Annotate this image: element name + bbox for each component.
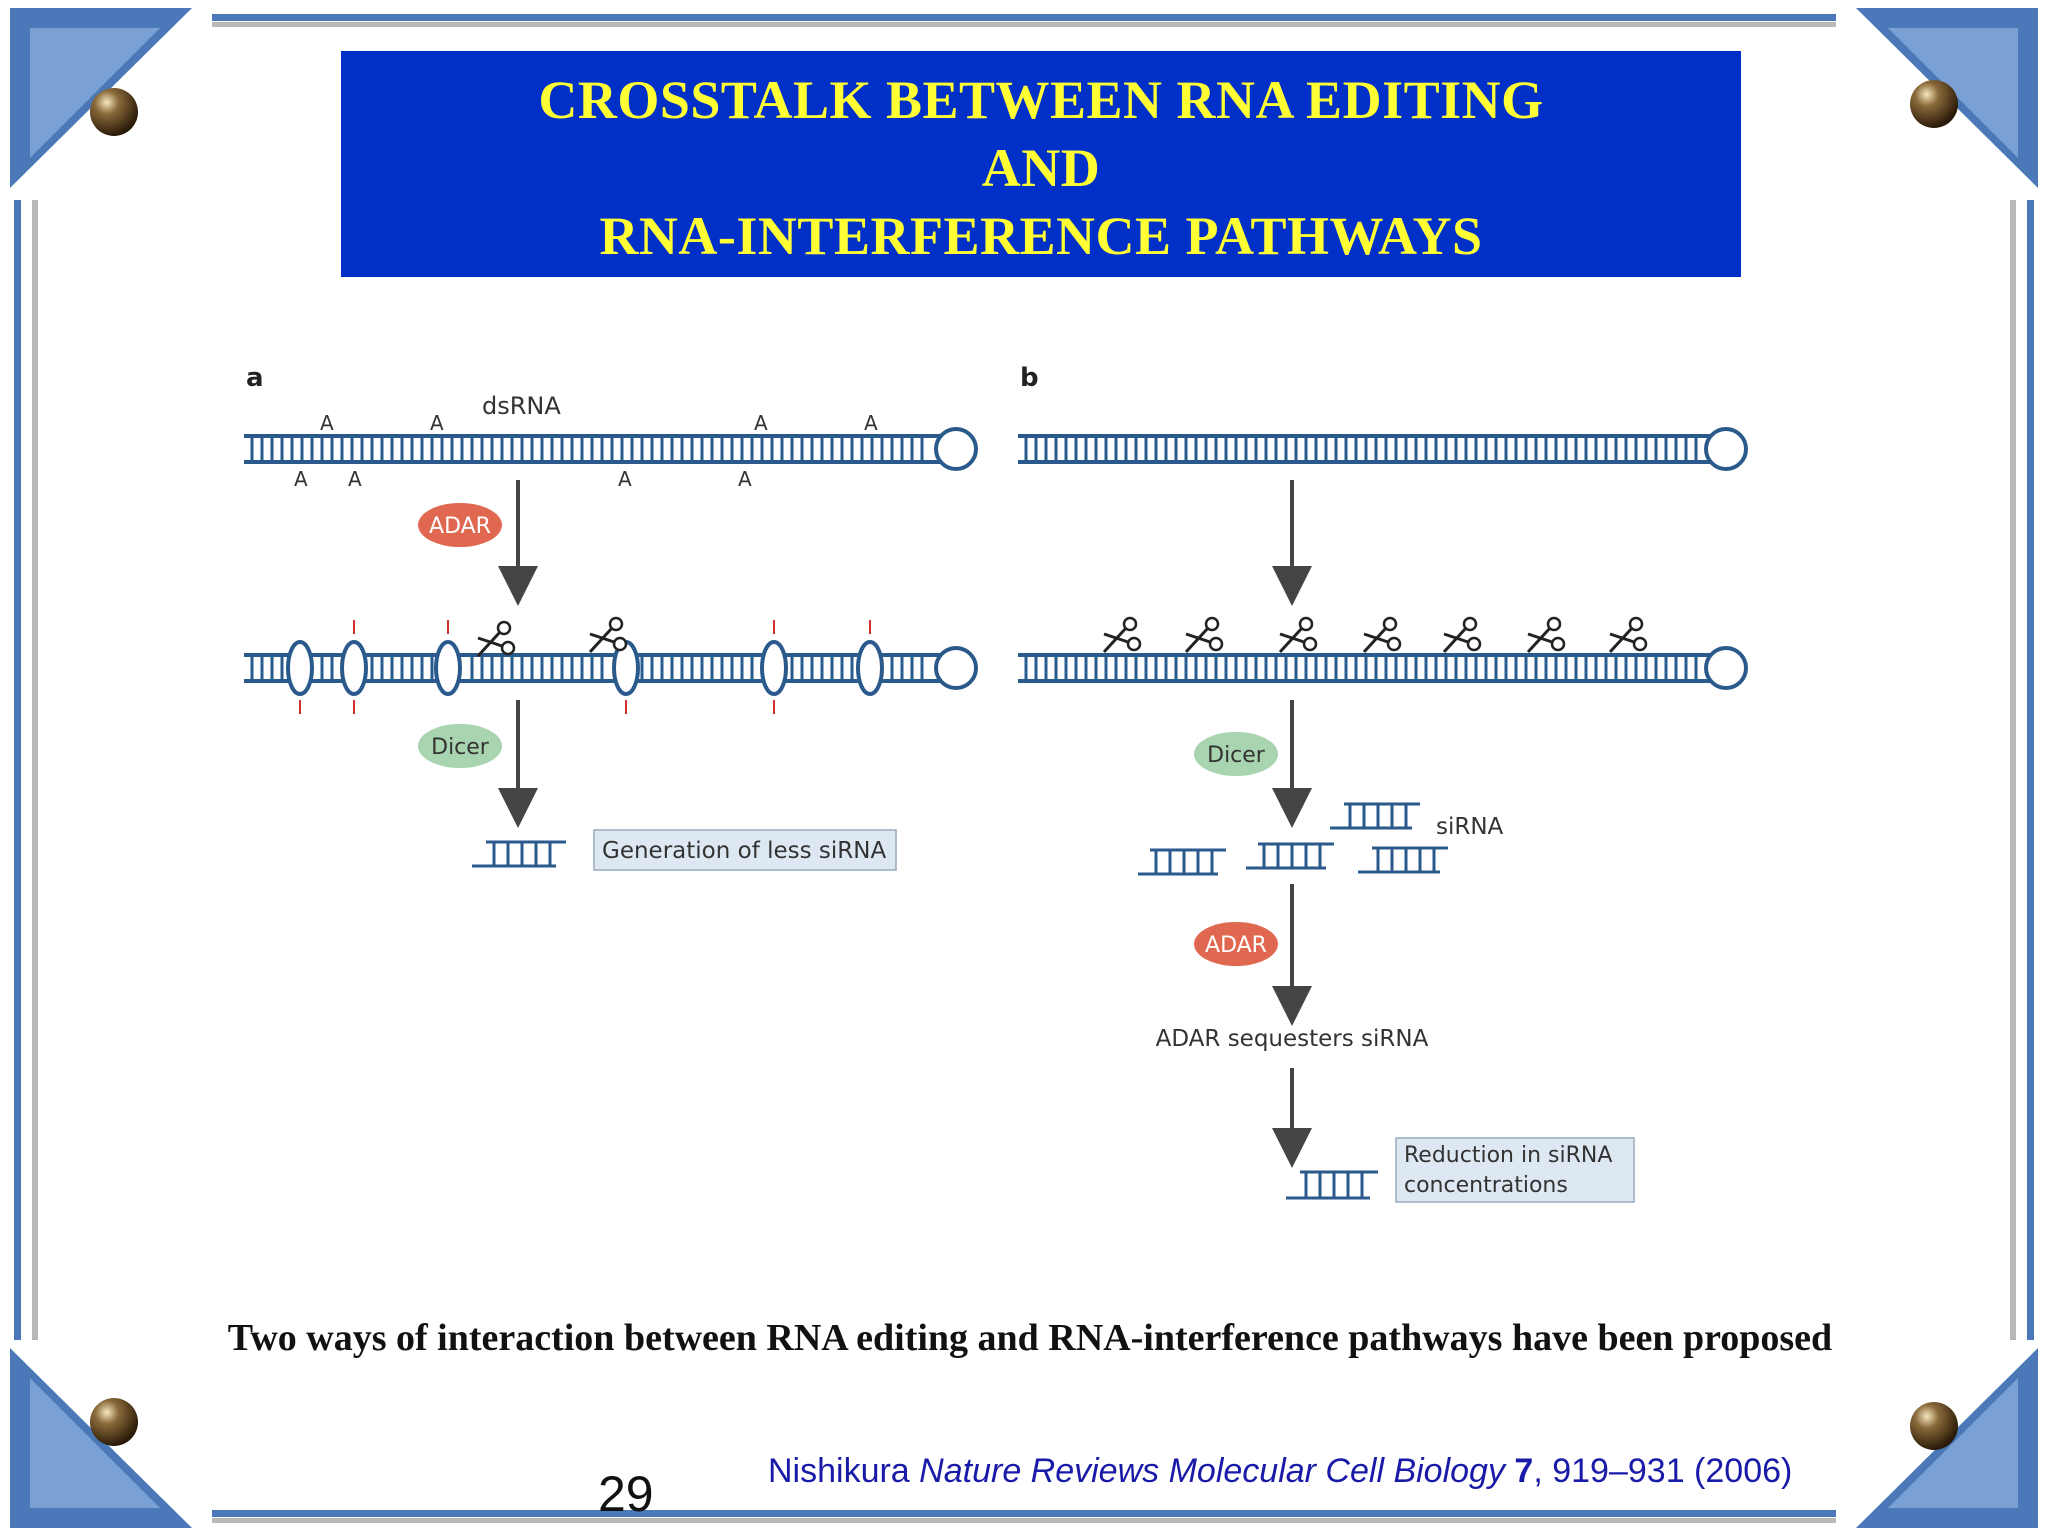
- scissors-icon: [476, 620, 516, 658]
- panel-a-label: a: [246, 363, 264, 393]
- page-number: 29: [598, 1466, 654, 1522]
- panel-b: b Dicer: [1018, 363, 1748, 1203]
- scissors-icon: [1102, 616, 1142, 654]
- adar-enzyme-b: [1194, 922, 1278, 966]
- svg-text:A: A: [320, 411, 334, 435]
- title-line-1: CROSSTALK BETWEEN RNA EDITING: [538, 70, 1544, 130]
- dsrna-strand-b-cut: [1018, 646, 1748, 690]
- sirna-fragment-a: [472, 840, 566, 868]
- adar-label-a: ADAR: [429, 514, 491, 539]
- title-banner: CROSSTALK BETWEEN RNA EDITING AND RNA-IN…: [341, 51, 1741, 277]
- svg-text:A: A: [754, 411, 768, 435]
- corner-top-left: [10, 8, 192, 188]
- dicer-label-b: Dicer: [1207, 743, 1266, 768]
- adar-step-text: ADAR sequesters siRNA: [1156, 1026, 1429, 1052]
- panel-b-label: b: [1020, 363, 1039, 393]
- scissors-icon: [588, 616, 628, 654]
- adar-enzyme-a: [418, 503, 502, 547]
- citation-volume: 7: [1514, 1452, 1534, 1490]
- adar-label-b: ADAR: [1205, 933, 1267, 958]
- title-line-3: RNA-INTERFERENCE PATHWAYS: [599, 206, 1483, 266]
- corner-bottom-left: [10, 1348, 192, 1528]
- outcome-box-b: [1395, 1137, 1635, 1203]
- svg-text:A: A: [738, 467, 752, 491]
- citation-rest: , 919–931 (2006): [1533, 1452, 1793, 1490]
- scissors-icon: [1442, 616, 1482, 654]
- dsrna-label: dsRNA: [482, 392, 561, 420]
- outcome-text-a: Generation of less siRNA: [602, 838, 886, 864]
- outcome-box-a: [593, 829, 897, 871]
- svg-text:A: A: [430, 411, 444, 435]
- sirna-fragments-b: [1138, 802, 1448, 876]
- citation: Nishikura Nature Reviews Molecular Cell …: [768, 1452, 1792, 1491]
- scissors-icon: [1184, 616, 1224, 654]
- edit-site-letters: A A A A A A A A: [294, 411, 878, 491]
- dicer-enzyme-a: [418, 724, 502, 768]
- corner-top-right: [1856, 8, 2038, 188]
- dsrna-strand-b-top: [1018, 427, 1748, 471]
- citation-author: Nishikura: [768, 1452, 920, 1490]
- svg-text:A: A: [294, 467, 308, 491]
- outcome-text-b-1: Reduction in siRNA: [1404, 1143, 1612, 1168]
- svg-text:A: A: [348, 467, 362, 491]
- dicer-label-a: Dicer: [431, 735, 490, 760]
- svg-text:A: A: [618, 467, 632, 491]
- dsrna-strand-a-top: [244, 427, 978, 471]
- scissors-icon: [1278, 616, 1318, 654]
- dicer-enzyme-b: [1194, 732, 1278, 776]
- citation-sep: [1505, 1452, 1514, 1490]
- dsrna-strand-a-edited: [244, 640, 978, 696]
- scissors-icon: [1362, 616, 1402, 654]
- figure-caption: Two ways of interaction between RNA edit…: [227, 1317, 1833, 1359]
- corner-bottom-right: [1856, 1348, 2038, 1528]
- citation-journal: Nature Reviews Molecular Cell Biology: [919, 1452, 1505, 1490]
- scissors-icon: [1526, 616, 1566, 654]
- scissors-icon: [1608, 616, 1648, 654]
- title-line-2: AND: [981, 138, 1101, 198]
- svg-text:A: A: [864, 411, 878, 435]
- panel-a: a dsRNA A A A A A A A A ADAR: [244, 363, 978, 871]
- sirna-label: siRNA: [1436, 814, 1504, 840]
- edit-marks-a: [299, 620, 871, 714]
- sirna-fragment-b-final: [1286, 1170, 1378, 1200]
- outcome-text-b-2: concentrations: [1404, 1173, 1568, 1198]
